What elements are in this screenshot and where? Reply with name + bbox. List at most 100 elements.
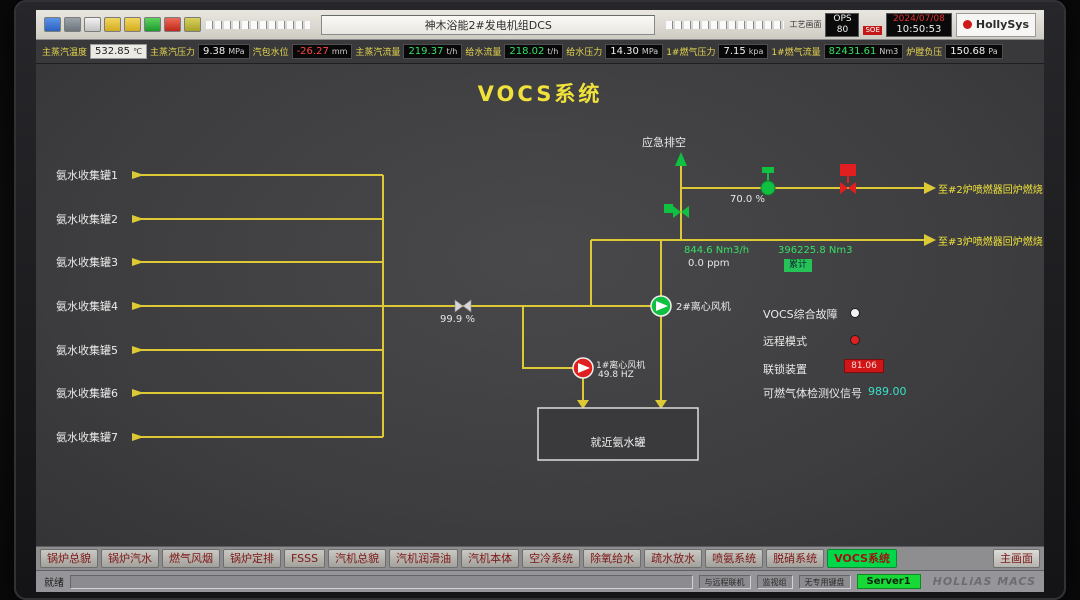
vocs-fault-indicator[interactable] xyxy=(850,308,860,318)
manual-valve-icon[interactable] xyxy=(454,299,472,313)
server-status-badge: Server1 xyxy=(856,574,921,589)
tab-turbine-overview[interactable]: 汽机总貌 xyxy=(328,549,387,568)
window-title: 神木浴能2#发电机组DCS xyxy=(321,14,656,35)
monitor-group-status: 监视组 xyxy=(756,574,793,589)
tank-label-7: 氨水收集罐7 xyxy=(56,431,118,444)
tab-home[interactable]: 主画面 xyxy=(993,549,1040,568)
toolbar-icon-group xyxy=(44,17,201,32)
vent-valve-icon[interactable] xyxy=(664,204,689,218)
remote-mode-label: 远程模式 xyxy=(763,335,807,348)
hollysys-logo: HollySys xyxy=(955,12,1036,37)
fan1-label: 1#离心风机 xyxy=(596,361,646,371)
tank-label-3: 氨水收集罐3 xyxy=(56,256,118,269)
tab-gas-air-flue[interactable]: 燃气风烟 xyxy=(162,549,220,568)
total-badge[interactable]: 累计 xyxy=(784,259,813,272)
hollias-macs-brand: HOLLiAS MACS xyxy=(932,575,1036,588)
total-flow-value: 396225.8 Nm3 xyxy=(778,245,853,256)
tab-deaerator-feedwater[interactable]: 除氧给水 xyxy=(583,549,642,568)
tab-turbine-lube-oil[interactable]: 汽机润滑油 xyxy=(389,549,459,568)
quick-button-strip-right[interactable] xyxy=(666,20,785,29)
near-tank-box xyxy=(537,407,699,461)
fan2-label: 2#离心风机 xyxy=(676,302,731,313)
tank-label-4: 氨水收集罐4 xyxy=(56,300,118,313)
datetime-display: 2024/07/08 10:50:53 xyxy=(885,12,952,37)
vocs-piping-svg xyxy=(132,152,936,461)
tab-boiler-overview[interactable]: 锅炉总貌 xyxy=(40,549,98,568)
tab-denitration[interactable]: 脱硝系统 xyxy=(766,549,825,568)
tab-drain[interactable]: 疏水放水 xyxy=(644,549,703,568)
tab-turbine-body[interactable]: 汽机本体 xyxy=(461,549,520,568)
tab-vocs[interactable]: VOCS系统 xyxy=(827,549,897,568)
tab-boiler-steam-water[interactable]: 锅炉汽水 xyxy=(101,549,159,568)
value-readout: 532.85℃ xyxy=(90,44,147,59)
fan1-icon[interactable] xyxy=(572,357,594,379)
vent-label: 应急排空 xyxy=(642,136,686,149)
vent-arrow-icon xyxy=(675,152,687,166)
remote-mode-indicator[interactable] xyxy=(850,335,860,345)
dest-burner3-label: 至#3炉喷燃器回炉燃烧 xyxy=(938,237,1043,248)
screen-tabs: 锅炉总貌 锅炉汽水 燃气风烟 锅炉定排 FSSS 汽机总貌 汽机润滑油 汽机本体… xyxy=(36,546,1044,570)
flow-rate-value: 844.6 Nm3/h xyxy=(684,245,750,256)
interlock-label: 联锁装置 xyxy=(763,363,807,376)
tab-ammonia-injection[interactable]: 喷氨系统 xyxy=(705,549,764,568)
recycle-control-valve-icon[interactable] xyxy=(760,167,776,196)
printer-icon[interactable] xyxy=(84,17,101,32)
time-text: 10:50:53 xyxy=(896,23,942,35)
tank-label-5: 氨水收集罐5 xyxy=(56,344,118,357)
folder2-icon[interactable] xyxy=(124,17,141,32)
refresh-icon[interactable] xyxy=(144,17,161,32)
main-valve-percent: 99.9 % xyxy=(440,314,475,325)
status-message-field xyxy=(70,574,693,589)
tools-icon[interactable] xyxy=(184,17,201,32)
tab-air-cooling[interactable]: 空冷系统 xyxy=(522,549,581,568)
tab-boiler-blowdown[interactable]: 锅炉定排 xyxy=(223,549,281,568)
tank-label-2: 氨水收集罐2 xyxy=(56,213,118,226)
remote-link-status: 与远程联机 xyxy=(698,574,751,589)
gas-detector-value: 989.00 xyxy=(868,385,907,398)
tab-fsss[interactable]: FSSS xyxy=(284,549,326,568)
keyboard-status: 无专用键盘 xyxy=(798,574,851,589)
dest-burner2-label: 至#2炉喷燃器回炉燃烧 xyxy=(938,185,1043,196)
page-title: VOCS系统 xyxy=(477,82,603,106)
interlock-status-box[interactable]: 81.06 xyxy=(844,359,884,373)
tank-label-6: 氨水收集罐6 xyxy=(56,387,118,400)
save-icon[interactable] xyxy=(64,17,81,32)
concentration-value: 0.0 ppm xyxy=(688,258,730,269)
alarm-icon[interactable] xyxy=(164,17,181,32)
vent-valve-percent: 70.0 % xyxy=(730,194,765,205)
vocs-diagram-area: VOCS系统 氨水收集罐1 氨水收集罐2 氨水收集罐3 氨水收集罐4 氨水收集罐… xyxy=(36,64,1044,546)
tank-label-1: 氨水收集罐1 xyxy=(56,169,118,182)
quick-button-strip-left[interactable] xyxy=(206,20,310,29)
near-tank-label: 就近氨水罐 xyxy=(590,436,646,449)
fan2-icon[interactable] xyxy=(650,295,672,317)
gas-detector-label: 可燃气体检测仪信号 xyxy=(763,387,862,400)
logo-dot-icon xyxy=(962,20,972,29)
monitor-icon[interactable] xyxy=(44,17,61,32)
soe-indicator: SOE xyxy=(863,25,882,35)
date-text: 2024/07/08 xyxy=(892,13,945,24)
vocs-fault-label: VOCS综合故障 xyxy=(763,308,838,321)
shutoff-valve-icon[interactable] xyxy=(840,164,856,194)
folder-icon[interactable] xyxy=(104,17,121,32)
